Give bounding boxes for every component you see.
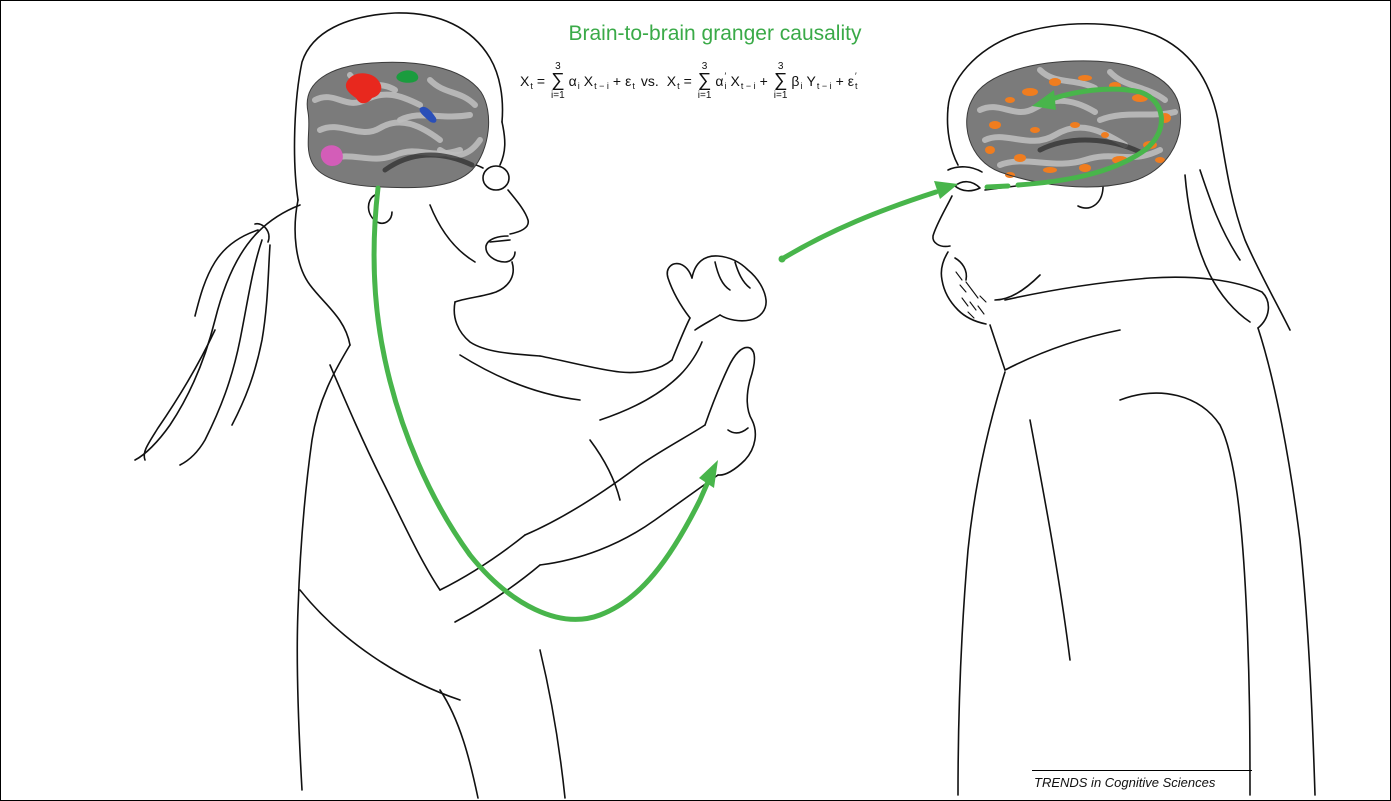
alpha-prime-coefficient: α ′ i bbox=[715, 71, 726, 91]
glasses-lens bbox=[483, 166, 509, 190]
right-brain bbox=[967, 61, 1181, 187]
right-person-body bbox=[958, 277, 1315, 795]
gaze-arrow bbox=[779, 181, 959, 263]
arrowhead bbox=[934, 181, 958, 199]
summation: 3 ∑ i=1 bbox=[698, 61, 712, 101]
plus-sign: + bbox=[760, 73, 768, 89]
right-person bbox=[933, 24, 1315, 795]
plus-sign: + bbox=[836, 73, 844, 89]
plus-sign: + bbox=[613, 73, 621, 89]
eyebrow bbox=[948, 167, 982, 172]
left-ear bbox=[368, 195, 392, 223]
error-prime-term: ε ′ t bbox=[848, 71, 858, 91]
equals-sign: = bbox=[684, 73, 692, 89]
beard bbox=[956, 272, 986, 318]
causal-arrow-body bbox=[374, 188, 718, 619]
arrowhead bbox=[699, 460, 718, 488]
left-brain bbox=[307, 62, 488, 187]
left-person bbox=[135, 13, 766, 798]
versus-label: vs. bbox=[641, 73, 659, 89]
summation: 3 ∑ i=1 bbox=[551, 61, 565, 101]
fist-hand bbox=[667, 256, 766, 330]
pointing-hand bbox=[705, 347, 755, 475]
equals-sign: = bbox=[537, 73, 545, 89]
figure-title: Brain-to-brain granger causality bbox=[540, 22, 890, 46]
left-person-body bbox=[297, 318, 718, 798]
summation: 3 ∑ i=1 bbox=[774, 61, 788, 101]
right-eye bbox=[955, 182, 980, 191]
journal-credit: TRENDS in Cognitive Sciences bbox=[1034, 775, 1215, 791]
open-mouth bbox=[955, 258, 966, 280]
credit-rule bbox=[1032, 770, 1252, 771]
